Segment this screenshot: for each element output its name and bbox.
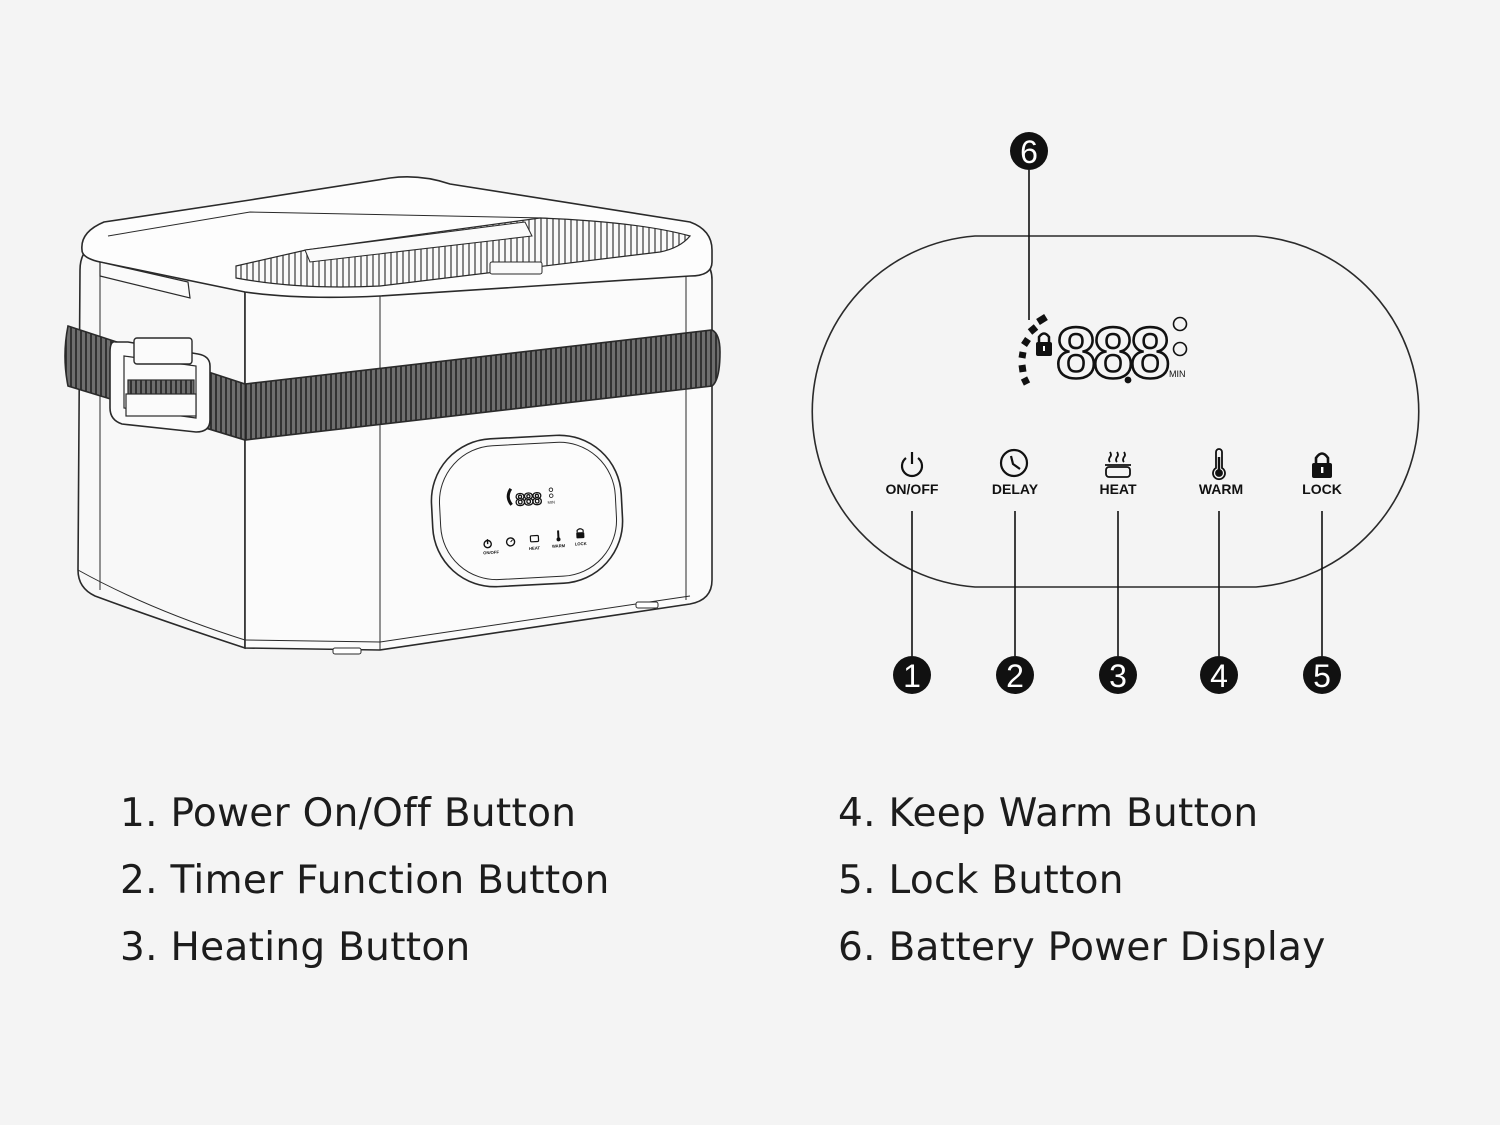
svg-text:1: 1 [903, 658, 921, 694]
power-icon [900, 452, 924, 478]
display-digits: 888 [1056, 314, 1168, 394]
legend-left-column: 1. Power On/Off Button 2. Timer Function… [120, 792, 610, 993]
legend-item-lock: 5. Lock Button [838, 858, 1124, 903]
device-control-panel: 888 MIN ON/OFF HEAT WARM LOCK [430, 434, 624, 588]
legend-item-power: 1. Power On/Off Button [120, 791, 577, 836]
legend-item-battery: 6. Battery Power Display [838, 925, 1326, 970]
delay-label: DELAY [992, 481, 1039, 497]
onoff-label: ON/OFF [886, 481, 939, 497]
carry-strap [64, 324, 721, 441]
svg-text:6: 6 [1020, 134, 1038, 170]
svg-text:4: 4 [1210, 658, 1228, 694]
mini-label-lock: LOCK [575, 541, 587, 547]
mini-label-warm: WARM [552, 543, 566, 549]
svg-text:MIN: MIN [547, 500, 555, 505]
lid-grip-ribs [235, 217, 692, 288]
callout-5: 5 [1303, 656, 1341, 694]
callout-4: 4 [1200, 656, 1238, 694]
thermometer-icon [1212, 448, 1226, 481]
heat-label: HEAT [1099, 481, 1137, 497]
display-unit-label: MIN [1169, 369, 1186, 379]
box-body [77, 239, 246, 650]
display-lock-icon [1036, 332, 1052, 356]
callout-6: 6 [1010, 132, 1048, 170]
warm-label: WARM [1199, 481, 1243, 497]
mini-label-onoff: ON/OFF [483, 550, 499, 556]
svg-text:888: 888 [515, 489, 542, 509]
lunch-box-illustration: 888 MIN ON/OFF HEAT WARM LOCK [64, 176, 721, 655]
clock-icon [999, 448, 1029, 478]
callout-2: 2 [996, 656, 1034, 694]
callout-1: 1 [893, 656, 931, 694]
strap-buckle [109, 337, 211, 433]
mini-label-heat: HEAT [529, 545, 541, 551]
legend-item-timer: 2. Timer Function Button [120, 858, 610, 903]
legend-item-heating: 3. Heating Button [120, 925, 471, 970]
battery-level-indicator [1018, 314, 1048, 386]
leader-lines [911, 170, 1323, 656]
lock-icon [1312, 452, 1332, 478]
panel-outline [811, 235, 1420, 588]
legend-item-keep-warm: 4. Keep Warm Button [838, 791, 1259, 836]
svg-text:3: 3 [1109, 658, 1127, 694]
lock-label: LOCK [1302, 481, 1342, 497]
control-panel-callout-diagram: 888 MIN ON [811, 132, 1420, 694]
heat-icon [1105, 451, 1131, 478]
callout-3: 3 [1099, 656, 1137, 694]
display-indicator-dot-top [1172, 316, 1188, 332]
display-indicator-dot-bottom [1172, 341, 1188, 357]
svg-text:5: 5 [1313, 658, 1331, 694]
svg-text:2: 2 [1006, 658, 1024, 694]
legend-right-column: 4. Keep Warm Button 5. Lock Button 6. Ba… [838, 792, 1326, 993]
